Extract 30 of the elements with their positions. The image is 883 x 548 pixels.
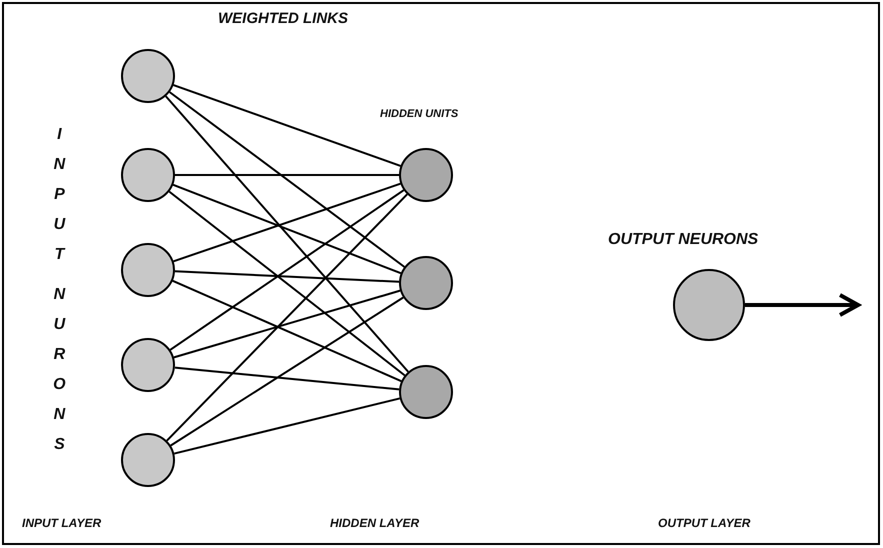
neuron-circle	[121, 243, 175, 297]
layer-label: OUTPUT LAYER	[658, 517, 750, 529]
connection-line	[174, 270, 400, 283]
neuron-circle	[121, 433, 175, 487]
neuron-circle	[121, 338, 175, 392]
neuron-circle	[399, 365, 453, 419]
vertical-label: NURONS	[53, 285, 66, 455]
connection-line	[165, 96, 409, 372]
connection-line	[173, 84, 401, 167]
connection-line	[166, 194, 408, 442]
annotation-label: WEIGHTED LINKS	[218, 11, 348, 26]
connection-line	[174, 397, 400, 455]
connection-line	[174, 366, 400, 390]
layer-label: HIDDEN LAYER	[330, 517, 420, 529]
neuron-circle	[399, 256, 453, 310]
neuron-circle	[121, 148, 175, 202]
arrow	[745, 293, 860, 317]
connection-line	[170, 189, 404, 351]
connection-line	[174, 290, 400, 358]
vertical-label: INPUT	[53, 125, 66, 265]
neuron-circle	[121, 49, 175, 103]
connection-line	[169, 91, 405, 268]
layer-label: INPUT LAYER	[22, 517, 102, 529]
connection-line	[172, 280, 402, 382]
connection-line	[175, 174, 399, 176]
neuron-circle	[399, 148, 453, 202]
connection-line	[168, 190, 406, 376]
annotation-label: HIDDEN UNITS	[380, 109, 458, 120]
annotation-label: OUTPUT NEURONS	[608, 232, 758, 248]
connection-line	[170, 296, 404, 446]
